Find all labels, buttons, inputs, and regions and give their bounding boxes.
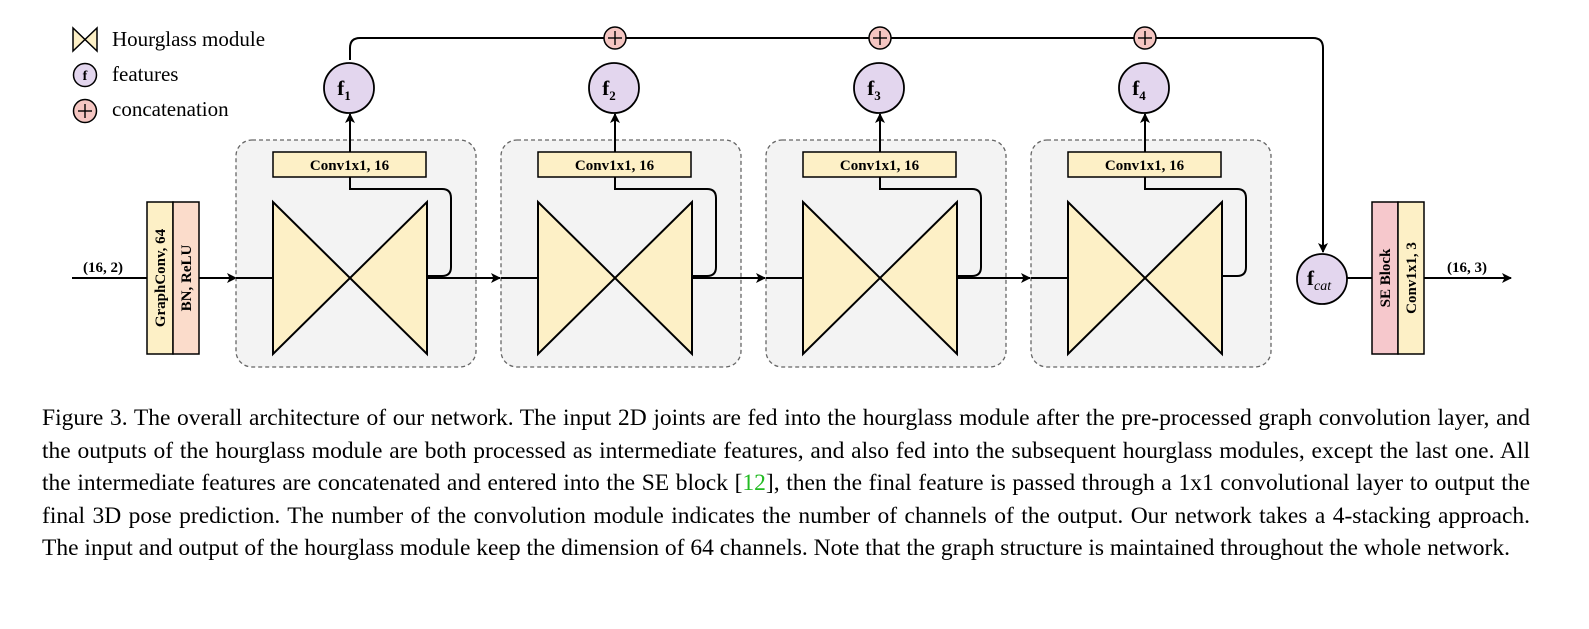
feature-node xyxy=(853,62,905,114)
conv1x1-3-label: Conv1x1, 3 xyxy=(1404,242,1420,314)
fcat-label: fcat xyxy=(1307,266,1332,294)
conv1x1-box xyxy=(802,151,957,178)
stack-2: Conv1x1, 16 f2 xyxy=(500,62,766,368)
caption-text-part1: Figure 3. The overall architecture of ou… xyxy=(42,405,1530,497)
stack-1: Conv1x1, 16 f1 xyxy=(235,62,501,368)
feature-label: f1 xyxy=(337,76,351,103)
graphconv-block: GraphConv, 64 BN, ReLU xyxy=(146,201,200,355)
input-shape-label: (16, 2) xyxy=(83,260,123,276)
conv1x1-label: Conv1x1, 16 xyxy=(840,158,920,174)
se-block-label: SE Block xyxy=(1378,248,1394,307)
feature-legend-icon: f xyxy=(72,62,98,88)
hourglass-module xyxy=(272,199,428,357)
hourglass-legend-icon xyxy=(72,26,98,53)
feature-node xyxy=(323,62,375,114)
conv1x1-label: Conv1x1, 16 xyxy=(1105,158,1185,174)
stack-3: Conv1x1, 16 f3 xyxy=(765,62,1031,368)
citation-link[interactable]: 12 xyxy=(742,470,766,497)
conv1x1-label: Conv1x1, 16 xyxy=(310,158,390,174)
fcat-node: fcat xyxy=(1296,253,1348,305)
caption-text-part2: ], then the final feature is passed thro… xyxy=(42,470,1530,562)
conv1x1-label: Conv1x1, 16 xyxy=(575,158,655,174)
feature-node xyxy=(588,62,640,114)
hourglass-module xyxy=(802,199,958,357)
architecture-diagram: Hourglass module f features concatenatio… xyxy=(72,26,1512,368)
concatenation-legend-icon xyxy=(72,98,98,124)
conv1x1-box xyxy=(1067,151,1222,178)
concat-node xyxy=(868,26,892,50)
concat-node xyxy=(603,26,627,50)
feature-node xyxy=(1118,62,1170,114)
output-shape-label: (16, 3) xyxy=(1447,260,1487,276)
graphconv-label: GraphConv, 64 xyxy=(153,228,169,327)
feature-label: f2 xyxy=(602,76,616,103)
feature-label: f3 xyxy=(867,76,881,103)
legend-feature-symbol: f xyxy=(83,69,88,84)
hourglass-module xyxy=(537,199,693,357)
conv1x1-box xyxy=(537,151,692,178)
legend-features-label: features xyxy=(112,62,178,86)
figure-caption: Figure 3. The overall architecture of ou… xyxy=(42,402,1530,565)
legend-hourglass-label: Hourglass module xyxy=(112,27,265,51)
output-block: SE Block Conv1x1, 3 xyxy=(1371,201,1425,355)
legend: Hourglass module f features concatenatio… xyxy=(72,26,265,124)
bn-relu-label: BN, ReLU xyxy=(179,245,195,312)
feature-label: f4 xyxy=(1132,76,1146,103)
hourglass-module xyxy=(1067,199,1223,357)
concatenation-line xyxy=(349,37,1328,253)
concat-node xyxy=(1133,26,1157,50)
legend-concatenation-label: concatenation xyxy=(112,97,229,121)
stack-4: Conv1x1, 16 f4 xyxy=(1030,62,1272,368)
